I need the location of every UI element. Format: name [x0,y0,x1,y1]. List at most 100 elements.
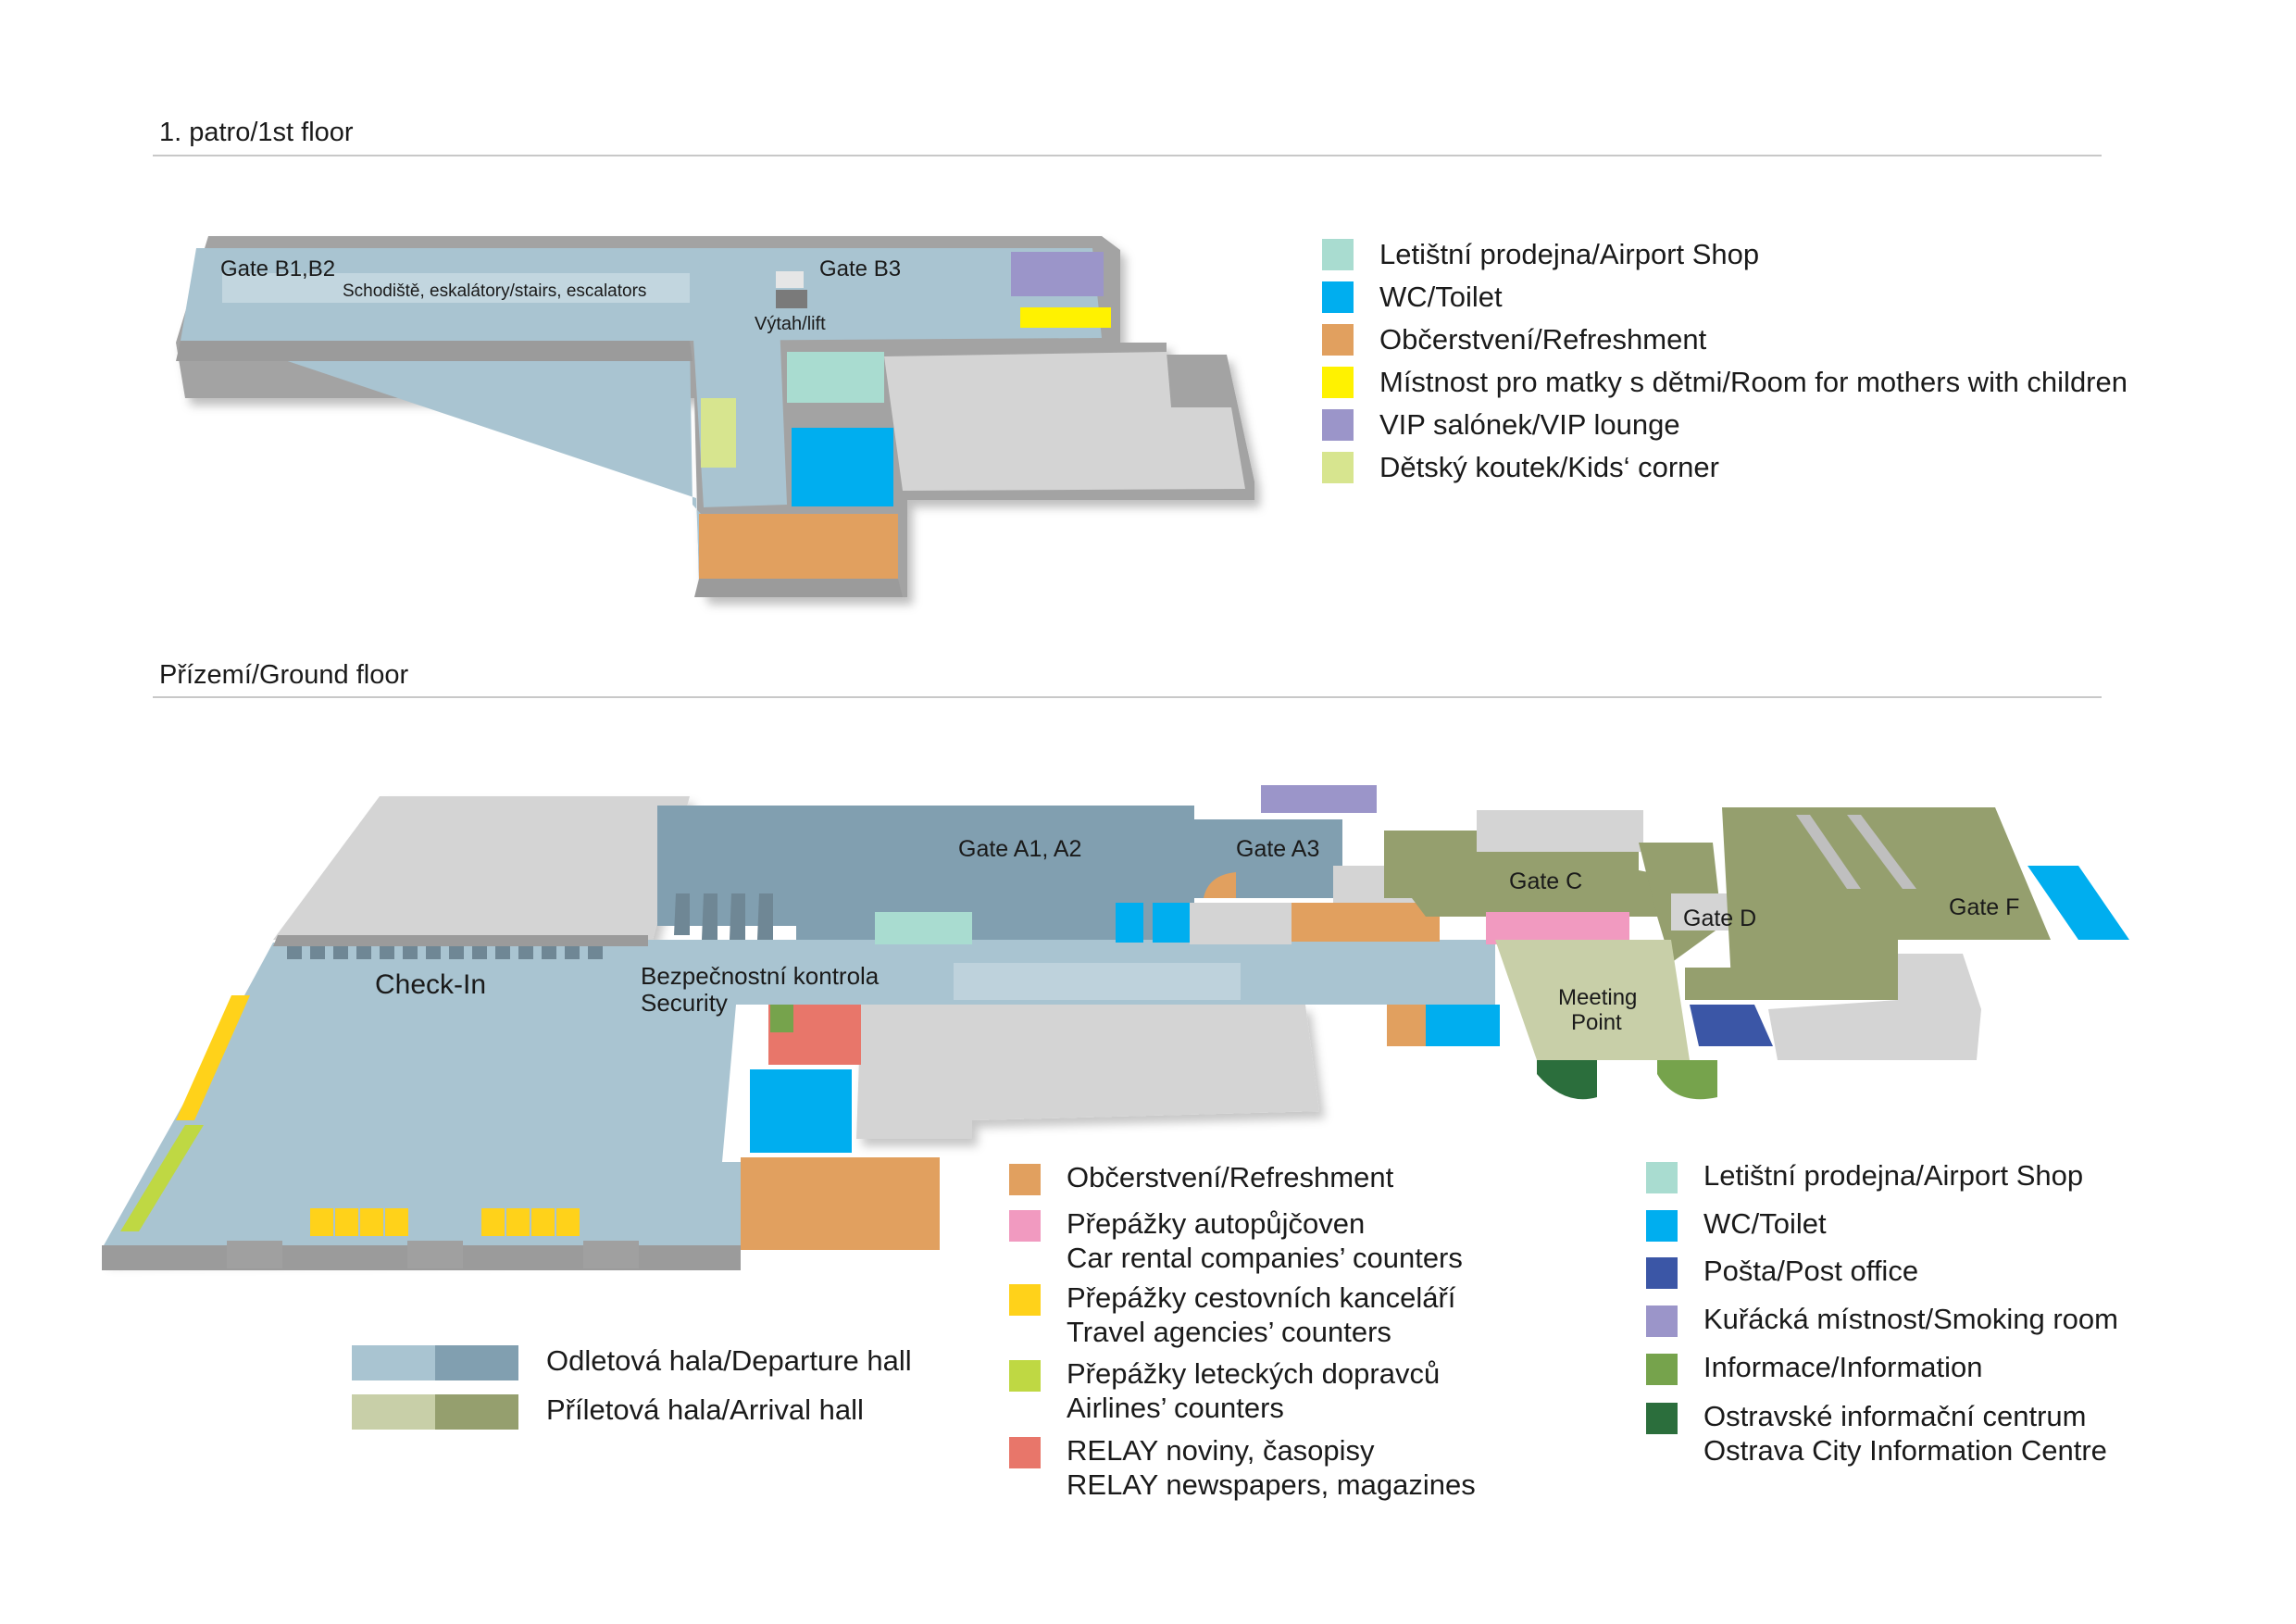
legend-label: Letištní prodejna/Airport Shop [1703,1158,2083,1193]
legend-line: WC/Toilet [1703,1207,1827,1240]
gate-b3-label: Gate B3 [819,256,901,281]
legend-line: Pošta/Post office [1703,1255,1919,1287]
legend-line: Přepážky leteckých dopravců [1067,1357,1441,1390]
first-floor-refreshment [699,514,898,579]
first-floor-title: 1. patro/1st floor [159,118,354,147]
ground-refreshment-meeting [1387,1005,1426,1046]
hall-swatch [352,1345,518,1380]
legend-swatch [1009,1284,1041,1316]
legend-label: Dětský koutek/Kids‘ corner [1379,451,1719,483]
legend-swatch [1322,239,1354,270]
meeting-point-label-2: Point [1571,1010,1622,1035]
ground-car-rental [1486,912,1629,944]
legend-swatch [1646,1354,1678,1385]
legend-label: Občerstvení/Refreshment [1379,323,1707,356]
gate-c-label: Gate C [1509,868,1582,894]
legend-label: WC/Toilet [1703,1206,1827,1241]
meeting-point-label-1: Meeting [1558,985,1637,1010]
legend-line: Car rental companies’ counters [1067,1242,1463,1274]
first-floor-stairs [222,273,690,303]
first-floor-divider [153,155,2102,156]
legend-label: VIP salónek/VIP lounge [1379,408,1680,441]
legend-swatch [1322,367,1354,398]
ground-grey-block-left [278,798,685,935]
security-label-cz: Bezpečnostní kontrola [641,962,880,990]
gates-a1-a2-area [657,806,1194,940]
legend-swatch [1009,1360,1041,1392]
gate-c-area [1384,831,1662,917]
ground-toilet-a2 [1153,903,1190,943]
gate-f-label: Gate F [1949,894,2019,920]
legend-line: RELAY newspapers, magazines [1067,1468,1476,1501]
legend-line: Kuřácká místnost/Smoking room [1703,1303,2118,1335]
legend-line: Ostravské informační centrum [1703,1400,2087,1432]
hall-swatch [352,1394,518,1430]
checkin-label: Check-In [375,969,486,1000]
legend-swatch [1646,1403,1678,1434]
legend-line: Airlines’ counters [1067,1392,1284,1424]
ostrava-info-centre-left [1537,1060,1597,1100]
stairs-label: Schodiště, eskalátory/stairs, escalators [343,281,646,301]
meeting-point-area [1495,940,1690,1060]
lift-label: Výtah/lift [755,314,826,334]
travel-agency-counters-left [176,995,250,1120]
legend-swatch [1646,1257,1678,1289]
first-floor-lift [776,290,807,308]
gate-d-label: Gate D [1683,906,1756,931]
ground-smoking-room [1261,785,1377,813]
legend-line: Přepážky cestovních kanceláří [1067,1281,1456,1314]
airline-counters-left [120,1125,204,1231]
ground-refreshment-main [741,1157,940,1250]
legend-line: Občerstvení/Refreshment [1067,1161,1394,1193]
legend-swatch [1646,1305,1678,1337]
ground-post-office [1690,1005,1773,1046]
legend-line: RELAY noviny, časopisy [1067,1434,1375,1467]
ground-floor-divider [153,696,2102,698]
first-floor-grey-block [884,352,1245,491]
first-floor-kids-corner [701,398,736,468]
departure-hall-main [104,944,759,1250]
legend-swatch [1009,1164,1041,1195]
legend-label: WC/Toilet [1379,281,1503,313]
legend-label: Místnost pro matky s dětmi/Room for moth… [1379,366,2128,398]
gate-b12-label: Gate B1,B2 [220,256,335,281]
legend-swatch [1322,281,1354,313]
first-floor-airport-shop [787,352,884,403]
hall-label: Příletová hala/Arrival hall [546,1393,864,1426]
gate-a12-label: Gate A1, A2 [958,836,1081,862]
ground-toilet-a1 [1116,903,1143,943]
legend-label: Letištní prodejna/Airport Shop [1379,238,1760,270]
ground-toilet-gate-f [2028,866,2129,940]
legend-swatch [1009,1437,1041,1468]
hall-label: Odletová hala/Departure hall [546,1344,912,1377]
gate-a3-label: Gate A3 [1236,836,1319,862]
ground-toilet-main [750,1069,852,1153]
ostrava-info-centre-right [1657,1060,1717,1100]
gate-f-area [1722,807,2051,981]
legend-swatch [1322,452,1354,483]
ground-floor-title: Přízemí/Ground floor [159,660,409,690]
legend-label: Občerstvení/Refreshment [1067,1160,1393,1194]
first-floor-vip-lounge [1011,252,1104,296]
ground-information [770,1005,793,1032]
ground-refreshment-a3 [1292,903,1440,942]
legend-label: Informace/Information [1703,1350,1983,1384]
legend-label: Pošta/Post office [1703,1254,1918,1288]
ground-airport-shop [875,912,972,944]
first-floor-lift-top [776,271,804,288]
legend-line: Přepážky autopůjčoven [1067,1207,1366,1240]
travel-agency-counters-bottom [310,1208,580,1236]
security-label-en: Security [641,989,728,1017]
legend-line: Informace/Information [1703,1351,1983,1383]
legend-line: Travel agencies’ counters [1067,1316,1391,1348]
legend-line: Letištní prodejna/Airport Shop [1703,1159,2084,1192]
first-floor-toilet [792,428,893,506]
legend-line: Ostrava City Information Centre [1703,1434,2107,1467]
